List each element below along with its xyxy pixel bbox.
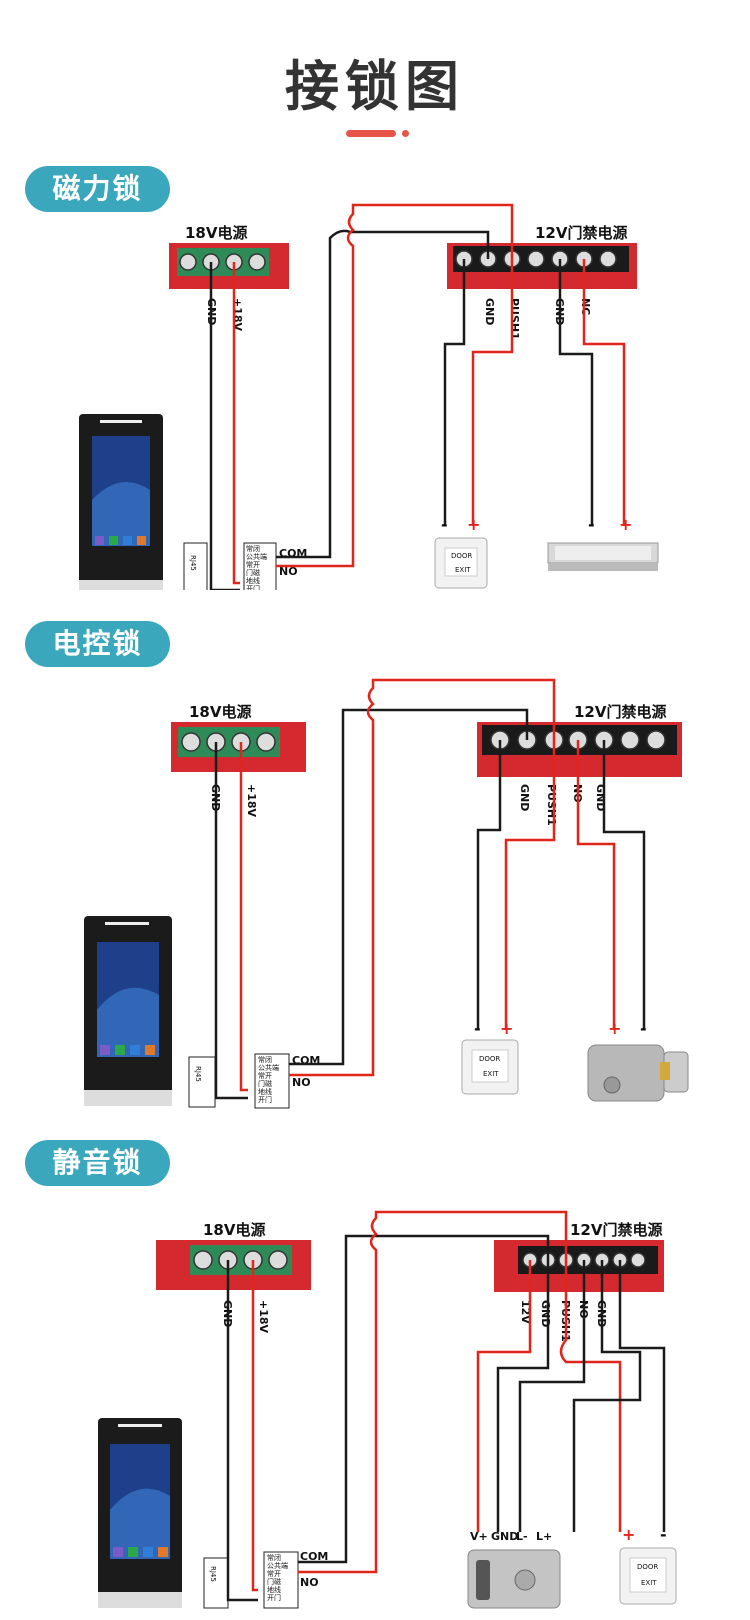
terminal-row-no: 常开 <box>258 1071 272 1080</box>
terminal-row-nc: 常闭 <box>258 1055 272 1064</box>
exit-button-text1: DOOR <box>637 1563 658 1571</box>
page-title: 接锁图 <box>285 55 465 118</box>
exit-button-text2: EXIT <box>455 566 471 574</box>
com-label: COM <box>300 1550 328 1563</box>
terminal-row-com: 公共端 <box>246 552 267 561</box>
no-label: NO <box>279 565 298 578</box>
psu12-label-gnd: GND <box>539 1300 552 1327</box>
psu18-label-18v: +18V <box>245 784 258 818</box>
elock-minus-sign: - <box>640 1019 647 1038</box>
elock-plus-sign: + <box>608 1019 621 1038</box>
psu-18v: 18V电源 GND +18V <box>171 703 306 818</box>
exit-button-text1: DOOR <box>479 1055 500 1063</box>
exit-button-text2: EXIT <box>483 1070 499 1078</box>
terminal-row-open: 开门 <box>267 1593 281 1602</box>
silent-lock-device <box>467 1549 561 1609</box>
wires <box>214 678 646 1100</box>
maglock-minus-sign: - <box>588 515 595 534</box>
terminal-row-no: 常开 <box>267 1569 281 1578</box>
exit-button-device: DOOR EXIT <box>461 1039 519 1095</box>
title-underline <box>346 130 396 137</box>
terminal-row-ground: 地线 <box>267 1585 281 1594</box>
terminal-row-sensor: 门磁 <box>258 1079 272 1088</box>
psu18-label-18v: +18V <box>257 1300 270 1334</box>
wires <box>226 1210 666 1602</box>
exit-minus-sign: - <box>474 1019 481 1038</box>
terminal-row-nc: 常闭 <box>246 544 260 553</box>
psu-12v: 12V门禁电源 GND PUSH1 NO GND <box>477 703 682 826</box>
terminal-row-sensor: 门磁 <box>246 568 260 577</box>
terminal-row-sensor: 门磁 <box>267 1577 281 1586</box>
psu12-label-nc: NC <box>579 298 592 315</box>
terminal-row-ground: 地线 <box>246 576 260 585</box>
psu12-label-push1: PUSH1 <box>545 784 558 826</box>
silent-lock-label-lminus: L- <box>516 1530 528 1543</box>
electric-lock-device <box>587 1044 689 1102</box>
magnetic-lock-device <box>547 542 659 571</box>
terminal-block: RJ45 常闭 公共端 常开 门磁 地线 开门 COM NO <box>183 542 307 590</box>
section-pill-magnetic-lock: 磁力锁 <box>25 166 170 212</box>
silent-lock-label-vplus: V+ <box>470 1530 488 1543</box>
rj45-label: RJ45 <box>194 1066 202 1082</box>
rj45-label: RJ45 <box>209 1566 217 1582</box>
section-pill-electric-lock: 电控锁 <box>25 621 170 667</box>
terminal-row-open: 开门 <box>258 1095 272 1104</box>
terminal-row-com: 公共端 <box>258 1063 279 1072</box>
no-label: NO <box>300 1576 319 1589</box>
exit-plus-sign: + <box>467 515 480 534</box>
terminal-row-no: 常开 <box>246 560 260 569</box>
psu12-label-push1: PUSH1 <box>508 298 521 340</box>
terminal-block: RJ45 常闭 公共端 常开 门磁 地线 开门 COM NO <box>188 1053 320 1109</box>
psu18-title: 18V电源 <box>189 703 251 721</box>
psu12-label-gnd: GND <box>483 298 496 325</box>
diagram-silent-lock: 18V电源 GND +18V 12V门禁电源 12V GND PUSH1 NO … <box>98 1210 677 1609</box>
terminal-row-open: 开门 <box>246 584 260 590</box>
exit-minus-sign: - <box>660 1525 667 1544</box>
wires <box>209 203 626 590</box>
psu-18v: 18V电源 GND +18V <box>156 1221 311 1334</box>
exit-minus-sign: - <box>441 515 448 534</box>
psu-18v: 18V电源 GND +18V <box>169 224 289 332</box>
maglock-plus-sign: + <box>619 515 632 534</box>
terminal-row-nc: 常闭 <box>267 1553 281 1562</box>
psu12-title: 12V门禁电源 <box>570 1221 662 1239</box>
door-station <box>84 916 172 1106</box>
terminal-row-ground: 地线 <box>258 1087 272 1096</box>
rj45-label: RJ45 <box>189 555 197 571</box>
diagram-magnetic-lock: 18V电源 GND +18V 12V门禁电源 GND PUSH1 GND NC <box>79 203 659 590</box>
exit-button-text2: EXIT <box>641 1579 657 1587</box>
diagram-electric-lock: 18V电源 GND +18V 12V门禁电源 GND PUSH1 NO GND … <box>84 678 689 1109</box>
silent-lock-label-gnd: GND <box>491 1530 518 1543</box>
door-station <box>98 1418 182 1608</box>
psu18-title: 18V电源 <box>203 1221 265 1239</box>
exit-plus-sign: + <box>622 1525 635 1544</box>
no-label: NO <box>292 1076 311 1089</box>
psu12-title: 12V门禁电源 <box>535 224 627 242</box>
exit-button-device: DOOR EXIT <box>434 537 488 589</box>
psu18-title: 18V电源 <box>185 224 247 242</box>
silent-lock-label-lplus: L+ <box>536 1530 552 1543</box>
psu12-title: 12V门禁电源 <box>574 703 666 721</box>
exit-plus-sign: + <box>500 1019 513 1038</box>
terminal-block: RJ45 常闭 公共端 常开 门磁 地线 开门 COM NO <box>203 1550 328 1609</box>
exit-button-text1: DOOR <box>451 552 472 560</box>
psu-12v: 12V门禁电源 GND PUSH1 GND NC <box>447 224 637 340</box>
terminal-row-com: 公共端 <box>267 1561 288 1570</box>
exit-button-device: DOOR EXIT <box>619 1547 677 1605</box>
psu12-label-gnd: GND <box>518 784 531 811</box>
title-dot <box>402 130 409 137</box>
psu-12v: 12V门禁电源 12V GND PUSH1 NO GND <box>494 1221 664 1342</box>
section-pill-silent-lock: 静音锁 <box>25 1140 170 1186</box>
door-station <box>79 414 163 590</box>
